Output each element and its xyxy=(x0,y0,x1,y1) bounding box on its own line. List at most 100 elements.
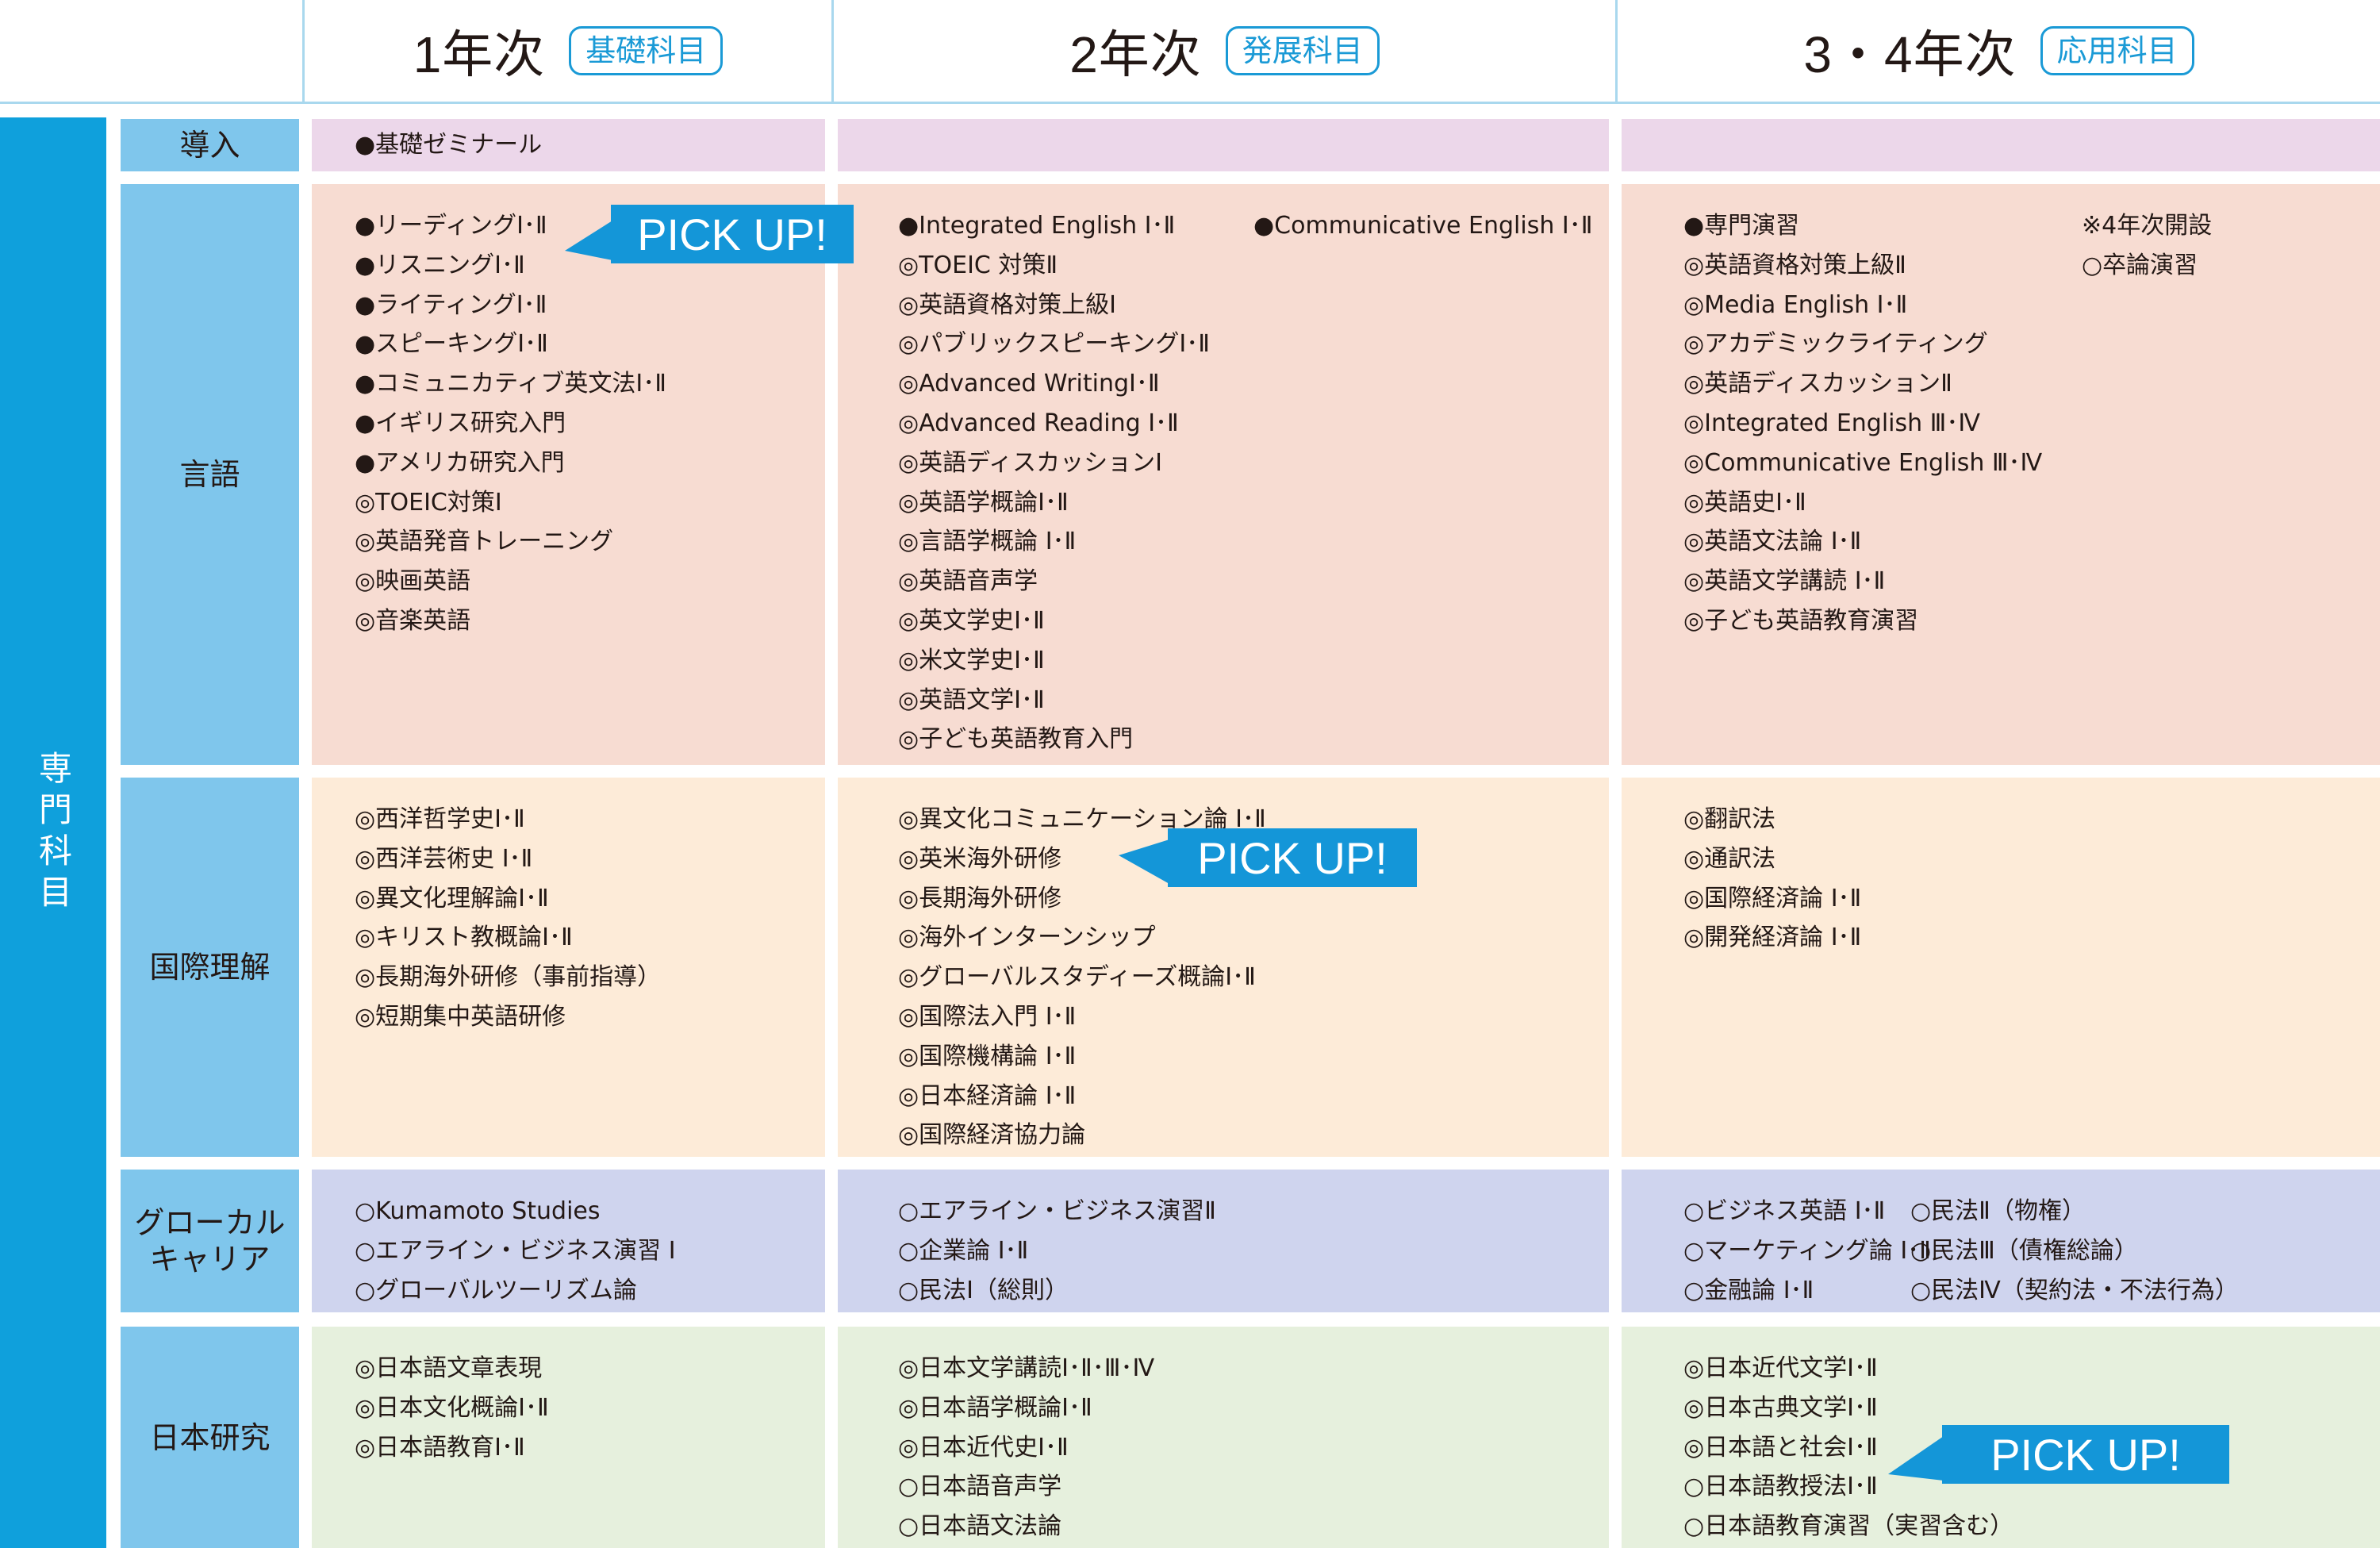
language-year1-cell: ●リーディングⅠ･Ⅱ●リスニングⅠ･Ⅱ●ライティングⅠ･Ⅱ●スピーキングⅠ･Ⅱ●… xyxy=(312,184,825,765)
course-item: ◎映画英語 xyxy=(355,567,471,596)
course-item: ●Communicative English Ⅰ･Ⅱ xyxy=(1253,212,1593,240)
intro-year2-cell xyxy=(838,119,1609,171)
category-label: 日本研究 xyxy=(149,1419,271,1455)
glocal-year1-cell: ○Kumamoto Studies ○エアライン・ビジネス演習 Ⅰ ○グローバルツー… xyxy=(312,1170,825,1312)
course-list: ◎日本文学講読Ⅰ･Ⅱ･Ⅲ･Ⅳ◎日本語学概論Ⅰ･Ⅱ◎日本近代史Ⅰ･Ⅱ○日本語音声学… xyxy=(898,1349,1609,1546)
course-item: ◎長期海外研修（事前指導） xyxy=(355,963,662,992)
course-item: ◎長期海外研修 xyxy=(898,884,1062,912)
category-intro: 導入 xyxy=(121,119,299,171)
course-list: ※4年次開設 ○卒論演習 xyxy=(2082,206,2212,286)
course-item: ◎西洋哲学史Ⅰ･Ⅱ xyxy=(355,805,525,833)
course-type-badge: 発展科目 xyxy=(1225,26,1380,75)
course-item: ◎開発経済論 Ⅰ･Ⅱ xyxy=(1683,924,1862,952)
course-item: ◎日本近代文学Ⅰ･Ⅱ xyxy=(1683,1354,1878,1382)
course-item: ◎日本近代史Ⅰ･Ⅱ xyxy=(898,1433,1069,1462)
course-item: ※4年次開設 xyxy=(2082,212,2213,240)
course-item: ○民法Ⅱ（物権） xyxy=(1910,1197,2086,1225)
course-item: ○民法Ⅰ（総則） xyxy=(898,1276,1069,1304)
intro-year3-cell xyxy=(1622,119,2380,171)
course-item: ○ビジネス英語 Ⅰ･Ⅱ xyxy=(1683,1197,1886,1225)
course-item: ○民法Ⅲ（債権総論） xyxy=(1910,1236,2138,1265)
course-item: ○日本語音声学 xyxy=(898,1473,1062,1501)
course-item: ◎英語音声学 xyxy=(898,567,1038,596)
year-label: 3・4年次 xyxy=(1803,26,2017,83)
course-item: ◎国際経済論 Ⅰ･Ⅱ xyxy=(1683,884,1862,912)
course-item: ◎キリスト教概論Ⅰ･Ⅱ xyxy=(355,924,573,952)
course-item: ◎英語文法論 Ⅰ･Ⅱ xyxy=(1683,528,1862,556)
course-item: ○企業論 Ⅰ･Ⅱ xyxy=(898,1236,1029,1265)
course-item: ◎パブリックスピーキングⅠ･Ⅱ xyxy=(898,330,1210,359)
course-item: ◎Advanced Reading Ⅰ･Ⅱ xyxy=(898,409,1179,437)
category-label: 言語 xyxy=(179,457,240,492)
course-item: ○グローバルツーリズム論 xyxy=(355,1276,637,1304)
course-item: ◎Advanced WritingⅠ･Ⅱ xyxy=(898,370,1160,398)
pickup-pointer xyxy=(1119,839,1169,884)
language-year2-cell: ●Integrated English Ⅰ･Ⅱ ◎TOEIC 対策Ⅱ ◎英語資格対策… xyxy=(838,184,1609,765)
japan-year1-cell: ◎日本語文章表現◎日本文化概論Ⅰ･Ⅱ◎日本語教育Ⅰ･Ⅱ xyxy=(312,1327,825,1548)
course-item: ◎異文化理解論Ⅰ･Ⅱ xyxy=(355,884,549,912)
course-item: ○エアライン・ビジネス演習 Ⅰ xyxy=(355,1236,676,1265)
course-item: ◎日本語学概論Ⅰ･Ⅱ xyxy=(898,1393,1092,1422)
course-item: ◎英文学史Ⅰ･Ⅱ xyxy=(898,606,1045,635)
international-year1-cell: ◎西洋哲学史Ⅰ･Ⅱ◎西洋芸術史 Ⅰ･Ⅱ◎異文化理解論Ⅰ･Ⅱ◎キリスト教概論Ⅰ･Ⅱ… xyxy=(312,778,825,1157)
course-list: ◎翻訳法◎通訳法◎国際経済論 Ⅰ･Ⅱ◎開発経済論 Ⅰ･Ⅱ xyxy=(1683,800,2380,958)
course-list: ●Integrated English Ⅰ･Ⅱ ◎TOEIC 対策Ⅱ ◎英語資格対策… xyxy=(898,206,1609,759)
intro-year1-cell: ●基礎ゼミナール xyxy=(312,119,825,171)
course-item: ◎グローバルスタディーズ概論Ⅰ･Ⅱ xyxy=(898,963,1256,992)
pickup-callout-listening: PICK UP! xyxy=(611,205,854,263)
category-label: 導入 xyxy=(179,128,240,163)
course-item: ◎国際機構論 Ⅰ･Ⅱ xyxy=(898,1042,1077,1070)
course-item: ●Integrated English Ⅰ･Ⅱ xyxy=(898,212,1176,240)
course-item: ◎日本語教育Ⅰ･Ⅱ xyxy=(355,1433,525,1462)
header-divider xyxy=(1615,0,1618,102)
japan-year2-cell: ◎日本文学講読Ⅰ･Ⅱ･Ⅲ･Ⅳ◎日本語学概論Ⅰ･Ⅱ◎日本近代史Ⅰ･Ⅱ○日本語音声学… xyxy=(838,1327,1609,1548)
course-item: ○卒論演習 xyxy=(2082,251,2198,279)
course-item: ○エアライン・ビジネス演習Ⅱ xyxy=(898,1197,1216,1225)
course-item: ◎英語資格対策上級Ⅰ xyxy=(898,290,1117,319)
course-item: ○日本語教授法Ⅰ･Ⅱ xyxy=(1683,1473,1878,1501)
course-item: ◎Media English Ⅰ･Ⅱ xyxy=(1683,290,1908,319)
course-item: ◎翻訳法 xyxy=(1683,805,1776,833)
category-label: グローカル キャリア xyxy=(134,1205,286,1277)
course-item: ●スピーキングⅠ･Ⅱ xyxy=(355,330,548,359)
course-item: ◎英語学概論Ⅰ･Ⅱ xyxy=(898,488,1069,517)
course-item: ◎日本経済論 Ⅰ･Ⅱ xyxy=(898,1081,1077,1110)
course-item: ◎英語発音トレーニング xyxy=(355,528,614,556)
course-item: ◎英語資格対策上級Ⅱ xyxy=(1683,251,1906,279)
category-international: 国際理解 xyxy=(121,778,299,1157)
pickup-pointer xyxy=(565,221,612,260)
year-2-heading: 2年次 発展科目 xyxy=(834,0,1615,102)
course-item: ○Kumamoto Studies xyxy=(355,1197,601,1225)
course-item: ●基礎ゼミナール xyxy=(355,131,543,159)
course-item: ◎アカデミックライティング xyxy=(1683,330,1988,359)
course-item: ◎言語学概論 Ⅰ･Ⅱ xyxy=(898,528,1077,556)
course-type-badge: 応用科目 xyxy=(2040,26,2194,75)
category-language: 言語 xyxy=(121,184,299,765)
course-item: ◎TOEIC対策Ⅰ xyxy=(355,488,502,517)
pickup-callout-study-abroad: PICK UP! xyxy=(1168,828,1417,887)
course-type-badge: 基礎科目 xyxy=(569,26,724,75)
course-item: ○マーケティング論 Ⅰ･Ⅱ xyxy=(1683,1236,1931,1265)
course-item: ●コミュニカティブ英文法Ⅰ･Ⅱ xyxy=(355,370,666,398)
course-list: ○Kumamoto Studies ○エアライン・ビジネス演習 Ⅰ ○グローバルツー… xyxy=(355,1192,825,1310)
course-item: ◎TOEIC 対策Ⅱ xyxy=(898,251,1058,279)
course-item: ◎日本語文章表現 xyxy=(355,1354,543,1382)
course-item: ●リスニングⅠ･Ⅱ xyxy=(355,251,525,279)
course-list: ●リーディングⅠ･Ⅱ●リスニングⅠ･Ⅱ●ライティングⅠ･Ⅱ●スピーキングⅠ･Ⅱ●… xyxy=(355,206,825,641)
course-item: ◎日本古典文学Ⅰ･Ⅱ xyxy=(1683,1393,1878,1422)
course-list: ◎日本近代文学Ⅰ･Ⅱ◎日本古典文学Ⅰ･Ⅱ◎日本語と社会Ⅰ･Ⅱ○日本語教授法Ⅰ･Ⅱ… xyxy=(1683,1349,2380,1546)
course-item: ◎短期集中英語研修 xyxy=(355,1002,566,1031)
course-item: ○金融論 Ⅰ･Ⅱ xyxy=(1683,1276,1814,1304)
year-3-4-heading: 3・4年次 応用科目 xyxy=(1618,0,2380,102)
course-item: ◎海外インターンシップ xyxy=(898,924,1156,952)
course-list: ○民法Ⅱ（物権）○民法Ⅲ（債権総論）○民法Ⅳ（契約法・不法行為） xyxy=(1910,1192,2239,1310)
course-item: ◎子ども英語教育入門 xyxy=(898,725,1134,754)
year-header: 1年次 基礎科目 2年次 発展科目 3・4年次 応用科目 xyxy=(0,0,2380,104)
year-label: 1年次 xyxy=(413,26,546,83)
year-label: 2年次 xyxy=(1069,26,1202,83)
pickup-callout-japanese-teaching: PICK UP! xyxy=(1942,1425,2229,1484)
course-item: ◎音楽英語 xyxy=(355,606,471,635)
pickup-pointer xyxy=(1888,1436,1944,1481)
course-item: ○日本語文法論 xyxy=(898,1512,1062,1541)
header-divider xyxy=(831,0,834,102)
